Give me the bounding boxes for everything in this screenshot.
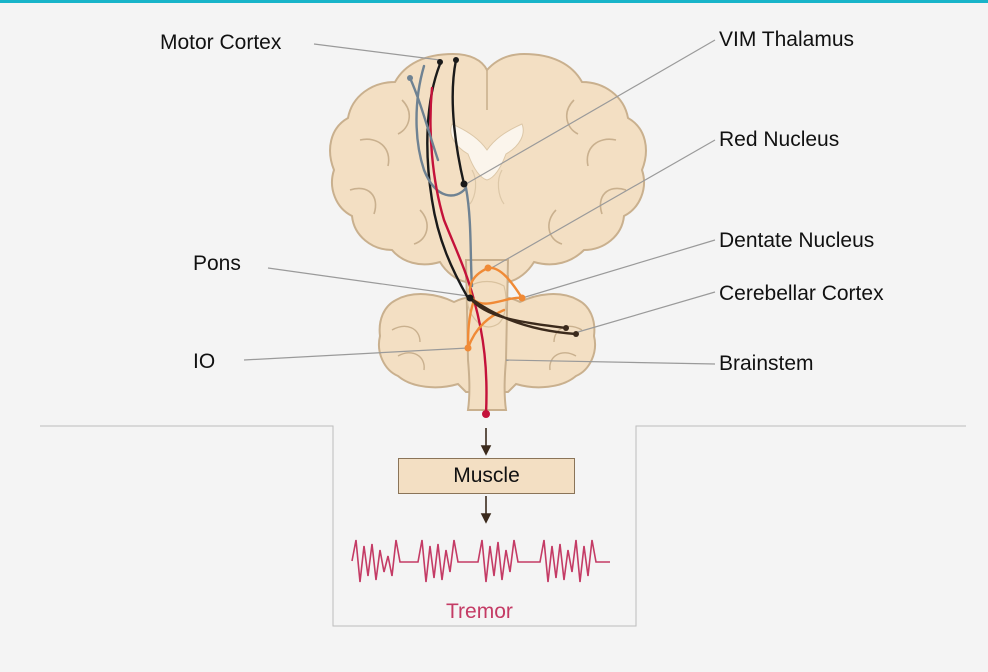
label-io: IO xyxy=(193,350,215,374)
label-vim-thalamus: VIM Thalamus xyxy=(719,28,854,52)
muscle-box: Muscle xyxy=(398,458,575,494)
tremor-waveform xyxy=(352,540,610,582)
muscle-label: Muscle xyxy=(453,464,520,488)
label-motor-cortex: Motor Cortex xyxy=(160,31,281,55)
label-cerebellar-cortex: Cerebellar Cortex xyxy=(719,282,884,306)
label-brainstem: Brainstem xyxy=(719,352,814,376)
label-dentate-nucleus: Dentate Nucleus xyxy=(719,229,874,253)
label-red-nucleus: Red Nucleus xyxy=(719,128,839,152)
cerebrum xyxy=(330,54,646,282)
lower-panel-outline xyxy=(40,426,966,626)
label-pons: Pons xyxy=(193,252,241,276)
tremor-label: Tremor xyxy=(446,600,513,624)
